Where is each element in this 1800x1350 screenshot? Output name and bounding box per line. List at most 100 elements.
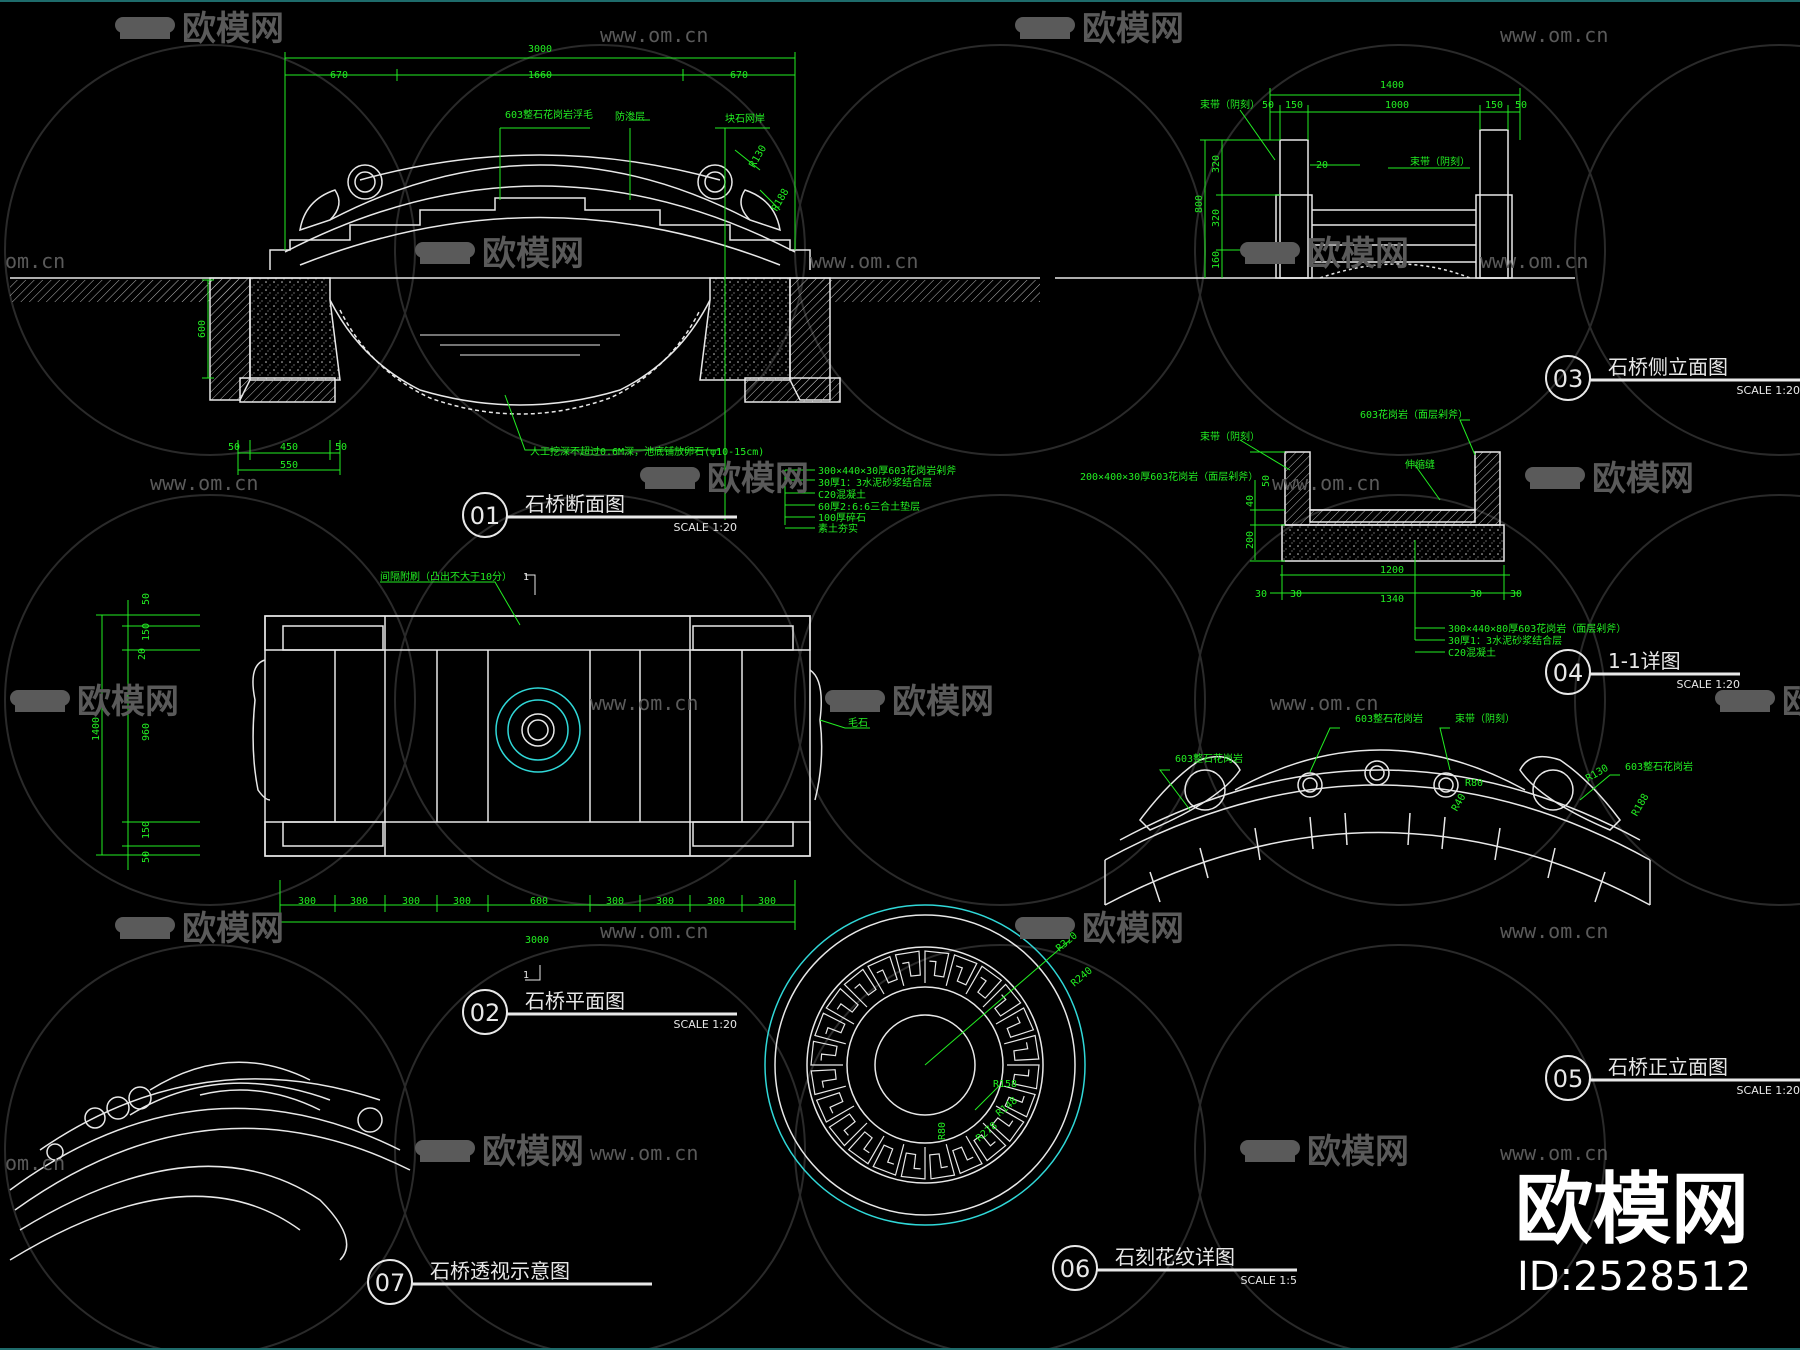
sofa-icon-base (1530, 479, 1580, 489)
title-number-circle (462, 492, 508, 538)
sofa-icon-base (1245, 254, 1295, 264)
d11-dim-30b: 30 (1290, 589, 1302, 600)
watermark-url: www.om.cn (590, 691, 698, 715)
detail-1-1-labels: 603花岗岩（面层剁斧） 束带（阴刻） 200×400×30厚603花岗岩（面层… (1080, 408, 1626, 659)
side-elevation-drawing (1055, 129, 1575, 279)
meander-segment (815, 1092, 855, 1123)
title-text: 石桥平面图 (525, 989, 625, 1013)
dim-1660: 1660 (528, 70, 552, 81)
se-left-320b: 320 (1211, 209, 1222, 227)
se-dim-1400: 1400 (1380, 80, 1404, 91)
se-label-left: 束带（阴刻） (1200, 98, 1260, 111)
meander-segment (825, 987, 859, 1025)
dim-450: 450 (280, 442, 298, 453)
plan-total: 3000 (525, 935, 549, 946)
meander-segment (810, 1040, 843, 1066)
meander-segment (991, 1105, 1025, 1143)
d11-left-40: 40 (1245, 495, 1256, 507)
watermark-brand-text: 欧模网 (482, 234, 584, 274)
watermark-brand-text: 欧模网 (182, 9, 284, 49)
fe-note-2: 603整石花岗岩 (1355, 712, 1423, 725)
watermark-circles (4, 44, 1800, 1350)
title-number: 04 (1553, 659, 1584, 687)
layer-5: 100厚碎石 (818, 511, 866, 524)
meander-segment (843, 968, 877, 1008)
title-text: 1-1详图 (1608, 649, 1681, 673)
plan-dim-2: 300 (350, 896, 368, 907)
note-bottom: 人工挖深不超过0.6M深，池底铺放卵石(φ10-15cm) (530, 445, 764, 458)
watermark-brand-text: 欧模网 (1307, 1132, 1409, 1172)
plan-left-50a: 50 (141, 593, 152, 605)
d11-dim-30c: 30 (1470, 589, 1482, 600)
carving-dimensions (924, 939, 1071, 1111)
watermark-brand-text: 欧模网 (707, 459, 809, 499)
meander-segment (1007, 1064, 1040, 1090)
watermark-url-short: om.cn (5, 1151, 65, 1175)
note-seepage: 防渗层 (615, 110, 645, 123)
plan-dim-8: 300 (707, 896, 725, 907)
plan-dim-4: 300 (453, 896, 471, 907)
watermark-brand-text: 欧模网 (77, 682, 179, 722)
sofa-icon-base (420, 1152, 470, 1162)
watermark-brand: 欧模网 (115, 9, 284, 49)
plan-dim-9: 300 (758, 896, 776, 907)
watermark-url: www.om.cn (1272, 471, 1380, 495)
title-number-circle (462, 989, 508, 1035)
meander-segment (945, 954, 978, 986)
title-number-circle (367, 1259, 413, 1305)
front-elevation-drawing (1104, 749, 1651, 906)
radius-r188: R188 (770, 187, 792, 213)
title-text: 石桥断面图 (525, 492, 625, 516)
sofa-icon-base (15, 702, 65, 712)
meander-segment (810, 1069, 846, 1096)
title-number: 01 (470, 502, 501, 530)
brand-id-text: ID:2528512 (1517, 1254, 1751, 1300)
meander-segment (924, 950, 950, 983)
title-number: 03 (1553, 365, 1584, 393)
watermark-brand-text: 欧模网 (1592, 459, 1694, 499)
fe-r188: R188 (1630, 792, 1652, 818)
watermark-brand-text: 欧模网 (182, 909, 284, 949)
watermark-url: www.om.cn (1500, 23, 1608, 47)
d11-layer-2: 30厚1：3水泥砂浆结合层 (1448, 634, 1562, 647)
watermark-brand: 欧模网 (415, 1132, 584, 1172)
watermark-brand: 欧模网 (1525, 459, 1694, 499)
watermark-brand: 欧模网 (825, 682, 994, 722)
watermark-url-short: om.cn (5, 249, 65, 273)
plan-cut-top: 1 (523, 572, 529, 583)
plan-dim-1: 300 (298, 896, 316, 907)
watermark-brand: 欧模网 (1240, 1132, 1409, 1172)
sofa-icon-base (120, 29, 170, 39)
sofa-icon-base (1020, 29, 1070, 39)
d11-left-200: 200 (1245, 531, 1256, 549)
perspective-drawing (9, 1061, 411, 1261)
layer-1: 300×440×30厚603花岗岩剁斧 (818, 464, 956, 477)
se-dim-50b: 50 (1515, 100, 1527, 111)
plan-dimensions (96, 574, 870, 981)
detail-1-1-drawing (1281, 451, 1505, 562)
plan-left-150b: 150 (141, 821, 152, 839)
d11-dim-30a: 30 (1255, 589, 1267, 600)
meander-segment (894, 950, 921, 986)
watermark-brand-text: 欧模网 (1082, 909, 1184, 949)
se-left-800: 800 (1194, 195, 1205, 213)
layer-4: 60厚2:6:6三合土垫层 (818, 500, 920, 513)
radius-r130: R130 (748, 143, 770, 169)
meander-segment (900, 1147, 926, 1180)
cv-r80: R80 (937, 1122, 948, 1140)
title-scale: SCALE 1:20 (1737, 1084, 1800, 1097)
d11-left-50: 50 (1261, 475, 1272, 487)
se-dim-150a: 150 (1285, 100, 1303, 111)
fe-note-1: 603整石花岗岩 (1175, 752, 1243, 765)
section-dimensions (202, 52, 815, 529)
watermark-brand: 欧模网 (640, 459, 809, 499)
watermark-url: www.om.cn (600, 919, 708, 943)
se-dim-150b: 150 (1485, 100, 1503, 111)
watermark-url: www.om.cn (150, 471, 258, 495)
front-elevation-labels: 603整石花岗岩 603整石花岗岩 束带（阴刻） 603整石花岗岩 R130 R… (1175, 712, 1693, 818)
dim-50-left: 50 (228, 442, 240, 453)
se-left-320a: 320 (1211, 155, 1222, 173)
